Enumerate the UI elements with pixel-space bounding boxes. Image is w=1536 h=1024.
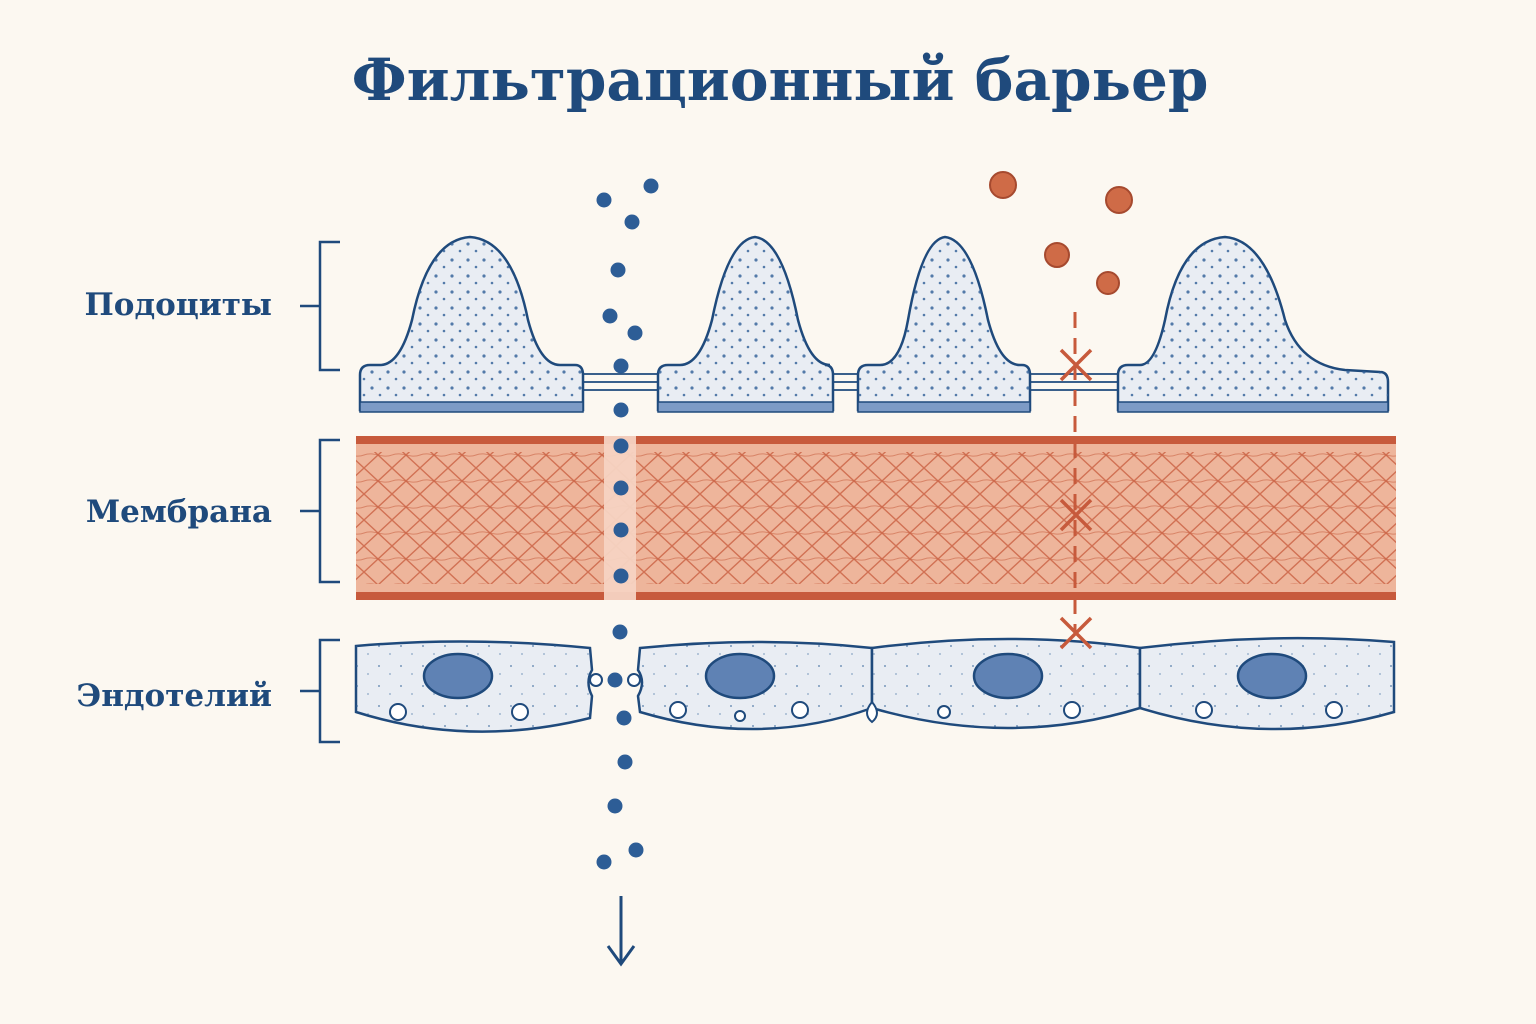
passing-particles <box>596 178 659 870</box>
podocyte-layer <box>358 235 1390 413</box>
vesicles <box>389 673 1343 724</box>
podocytes-bracket <box>300 240 340 372</box>
cross-icon <box>1059 616 1093 650</box>
page-title: Фильтрационный барьер <box>352 46 1209 114</box>
label-podocytes: Подоциты <box>85 287 272 323</box>
cross-icon <box>1059 348 1093 382</box>
nuclei <box>422 652 1308 700</box>
endothelium-bracket <box>300 638 340 744</box>
podocyte-cell <box>656 235 835 413</box>
basement-membrane <box>356 436 1396 600</box>
podocyte-cell <box>856 235 1032 413</box>
endothelium-layer <box>354 636 1396 733</box>
podocyte-cell <box>1116 235 1390 413</box>
layer-labels: Подоциты Мембрана Эндотелий <box>77 240 340 744</box>
label-membrane: Мембрана <box>86 494 272 530</box>
label-endothelium: Эндотелий <box>77 678 272 714</box>
podocyte-cell <box>358 235 585 413</box>
cross-icon <box>1059 498 1093 532</box>
blocked-particles <box>989 171 1133 295</box>
arrow-down-icon <box>606 896 636 967</box>
membrane-bracket <box>300 438 340 584</box>
